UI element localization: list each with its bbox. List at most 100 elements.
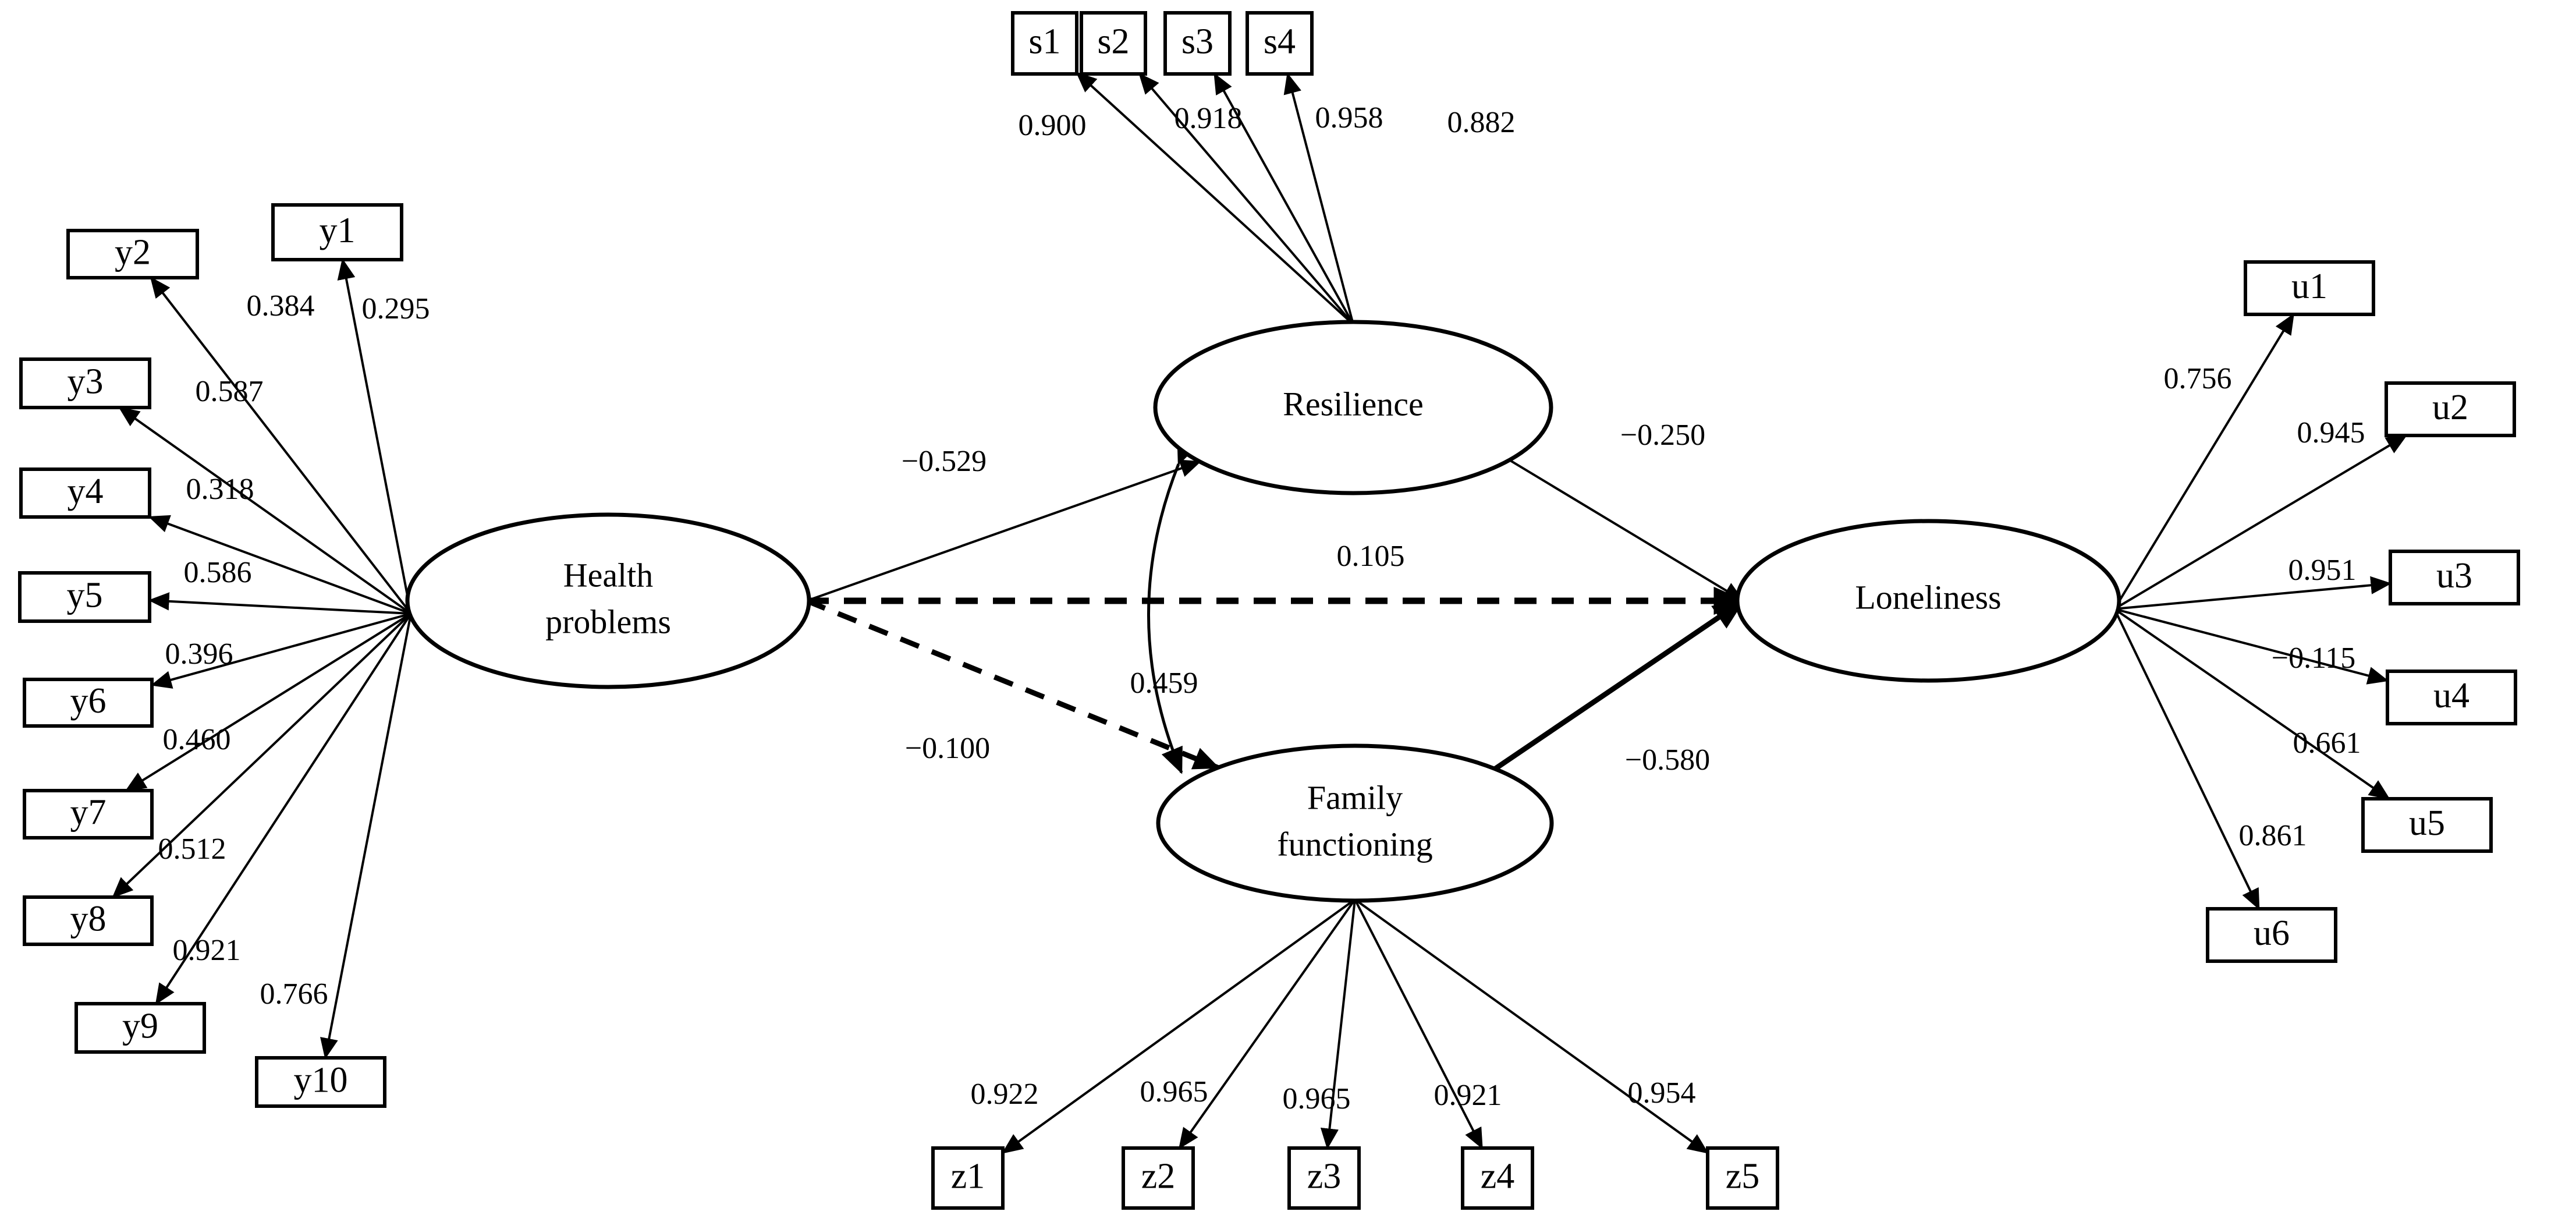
indicator-label-y1: y1 <box>320 211 356 250</box>
coefficient-label-health-y1: 0.295 <box>362 292 430 325</box>
indicator-label-y6: y6 <box>70 681 107 721</box>
coefficient-label-resilience-s4: 0.882 <box>1447 106 1516 139</box>
loading-arrow-health-y9 <box>155 612 412 1005</box>
indicator-node-y6[interactable]: y6 <box>23 678 154 728</box>
loading-arrow-loneliness-u1 <box>2113 313 2295 610</box>
loading-arrow-health-y3 <box>118 406 412 615</box>
coefficient-label-health-loneliness: 0.105 <box>1337 540 1405 573</box>
coefficient-label-resilience-s2: 0.918 <box>1175 102 1243 135</box>
indicator-label-s2: s2 <box>1097 22 1129 62</box>
covariance-path-resilience-family <box>1147 437 1198 774</box>
indicator-node-u6[interactable]: u6 <box>2206 907 2337 963</box>
indicator-node-u4[interactable]: u4 <box>2386 670 2517 725</box>
indicator-box-u1 <box>2244 260 2375 316</box>
coefficient-label-resilience-family: 0.459 <box>1130 667 1198 700</box>
indicator-label-y4: y4 <box>68 472 104 511</box>
indicator-label-y5: y5 <box>67 576 103 615</box>
indicator-label-y2: y2 <box>115 233 151 272</box>
structural-path-health-resilience <box>806 459 1202 602</box>
coefficient-label-family-z5: 0.954 <box>1628 1076 1696 1110</box>
indicator-node-s1[interactable]: s1 <box>1011 11 1078 76</box>
coefficient-label-loneliness-u1: 0.756 <box>2164 362 2232 395</box>
coefficient-label-resilience-s1: 0.900 <box>1019 109 1087 142</box>
indicator-node-z3[interactable]: z3 <box>1287 1146 1361 1210</box>
loading-arrow-family-z5 <box>1354 898 1709 1154</box>
coefficient-label-health-y4: 0.318 <box>186 473 254 506</box>
latent-ellipse-health <box>405 512 811 689</box>
loading-arrow-resilience-s2 <box>1138 73 1354 325</box>
coefficient-label-health-y10: 0.766 <box>260 977 328 1011</box>
indicator-node-y3[interactable]: y3 <box>19 357 151 409</box>
indicator-label-z1: z1 <box>951 1157 985 1196</box>
indicator-node-y2[interactable]: y2 <box>66 229 199 279</box>
indicator-node-y8[interactable]: y8 <box>23 895 154 946</box>
indicator-node-y4[interactable]: y4 <box>19 467 151 519</box>
indicator-box-y9 <box>74 1002 206 1054</box>
coefficient-label-loneliness-u4: −0.115 <box>2272 642 2355 675</box>
coefficient-label-health-y3: 0.587 <box>196 375 264 408</box>
coefficient-label-loneliness-u2: 0.945 <box>2297 416 2365 449</box>
indicator-node-y5[interactable]: y5 <box>18 571 151 623</box>
indicator-node-u3[interactable]: u3 <box>2389 550 2520 605</box>
indicator-box-z4 <box>1461 1146 1534 1210</box>
indicator-box-y7 <box>23 789 154 840</box>
indicator-node-z1[interactable]: z1 <box>931 1146 1005 1210</box>
indicator-box-s4 <box>1246 11 1314 76</box>
loading-arrow-health-y7 <box>125 612 412 792</box>
loading-arrow-family-z1 <box>1002 898 1356 1154</box>
indicator-box-y1 <box>271 203 403 261</box>
structural-path-family-loneliness <box>1493 598 1745 771</box>
indicator-label-z2: z2 <box>1141 1157 1176 1196</box>
indicator-box-z5 <box>1706 1146 1779 1210</box>
indicator-node-y1[interactable]: y1 <box>271 203 403 261</box>
indicator-node-y10[interactable]: y10 <box>255 1056 386 1108</box>
indicator-box-y5 <box>18 571 151 623</box>
indicator-box-y3 <box>19 357 151 409</box>
indicator-node-z4[interactable]: z4 <box>1461 1146 1534 1210</box>
indicator-label-s3: s3 <box>1181 22 1214 62</box>
coefficient-label-loneliness-u6: 0.861 <box>2239 819 2307 852</box>
loading-arrow-health-y4 <box>148 515 411 615</box>
indicator-node-z2[interactable]: z2 <box>1122 1146 1195 1210</box>
indicator-node-s3[interactable]: s3 <box>1163 11 1232 76</box>
indicator-node-s4[interactable]: s4 <box>1246 11 1314 76</box>
indicator-label-u5: u5 <box>2409 803 2445 843</box>
indicator-node-y7[interactable]: y7 <box>23 789 154 840</box>
indicator-box-z1 <box>931 1146 1005 1210</box>
indicator-box-y10 <box>255 1056 386 1108</box>
coefficient-label-family-z1: 0.922 <box>971 1078 1039 1111</box>
latent-node-resilience[interactable]: Resilience <box>1153 320 1553 495</box>
latent-label-family-line1: Family <box>1307 778 1403 816</box>
indicator-label-s4: s4 <box>1264 22 1296 62</box>
coefficient-label-health-y5: 0.586 <box>184 556 252 589</box>
coefficient-label-loneliness-u3: 0.951 <box>2288 554 2357 587</box>
indicator-box-z2 <box>1122 1146 1195 1210</box>
indicator-node-u1[interactable]: u1 <box>2244 260 2375 316</box>
loading-arrow-resilience-s4 <box>1283 72 1354 325</box>
latent-ellipse-loneliness <box>1735 519 2121 683</box>
indicator-label-u4: u4 <box>2433 676 2469 716</box>
indicator-node-u5[interactable]: u5 <box>2361 797 2493 853</box>
loading-arrow-family-z2 <box>1178 898 1356 1149</box>
indicator-label-u1: u1 <box>2291 267 2327 306</box>
loading-arrow-loneliness-u6 <box>2113 608 2261 911</box>
coefficient-label-resilience-loneliness: −0.250 <box>1620 419 1705 452</box>
coefficient-label-loneliness-u5: 0.661 <box>2293 727 2361 760</box>
loading-arrow-health-y1 <box>337 258 412 614</box>
indicator-label-z5: z5 <box>1726 1157 1760 1196</box>
coefficient-label-resilience-s3: 0.958 <box>1315 101 1383 134</box>
indicator-label-y8: y8 <box>70 899 107 939</box>
indicator-node-s2[interactable]: s2 <box>1080 11 1147 76</box>
indicator-node-y9[interactable]: y9 <box>74 1002 206 1054</box>
indicator-box-s2 <box>1080 11 1147 76</box>
loading-arrow-loneliness-u2 <box>2113 434 2408 610</box>
coefficient-label-health-y9: 0.921 <box>173 934 241 967</box>
indicator-box-y2 <box>66 229 199 279</box>
indicator-node-z5[interactable]: z5 <box>1706 1146 1779 1210</box>
indicator-node-u2[interactable]: u2 <box>2385 381 2516 437</box>
indicator-label-y7: y7 <box>70 793 107 833</box>
latent-node-loneliness[interactable]: Loneliness <box>1735 519 2121 683</box>
